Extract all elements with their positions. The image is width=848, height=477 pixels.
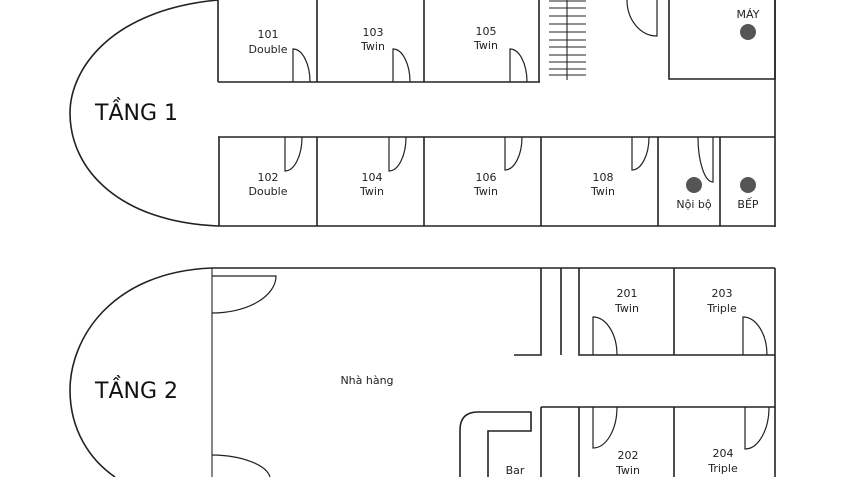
room-105-type: Twin — [473, 39, 498, 52]
door-101[interactable] — [292, 48, 311, 83]
kitchen-label: BẾP — [737, 197, 758, 211]
room-108-number: 108 — [593, 171, 614, 184]
service-door[interactable] — [626, 0, 658, 37]
door-204[interactable] — [744, 406, 770, 450]
door-203[interactable] — [742, 316, 768, 356]
bar-label: Bar — [506, 464, 525, 477]
room-203-type: Triple — [706, 302, 737, 315]
room-201-number: 201 — [617, 287, 638, 300]
floor-1-curved-wall — [69, 0, 219, 227]
restaurant-door-top[interactable] — [211, 275, 277, 314]
internal-room-label: Nội bộ — [676, 198, 711, 211]
room-103-number: 103 — [363, 26, 384, 39]
room-201-type: Twin — [614, 302, 639, 315]
floor-2-label: TẦNG 2 — [94, 376, 178, 404]
door-202[interactable] — [592, 406, 618, 449]
room-104-number: 104 — [362, 171, 383, 184]
room-202-type: Twin — [615, 464, 640, 477]
door-noi-bo[interactable] — [697, 136, 714, 183]
door-103[interactable] — [392, 48, 411, 83]
room-203-number: 203 — [712, 287, 733, 300]
room-105-number: 105 — [476, 25, 497, 38]
floor-1-label: TẦNG 1 — [94, 98, 178, 126]
room-108-type: Twin — [590, 185, 615, 198]
door-102[interactable] — [284, 136, 303, 172]
room-101-type: Double — [249, 43, 288, 56]
room-106-type: Twin — [473, 185, 498, 198]
door-106[interactable] — [504, 136, 523, 171]
door-105[interactable] — [509, 48, 528, 83]
machine-room-label: MÁY — [737, 8, 760, 21]
room-204-type: Triple — [707, 462, 738, 475]
room-202-number: 202 — [618, 449, 639, 462]
internal-marker-icon — [686, 177, 702, 193]
machine-marker-icon — [740, 24, 756, 40]
restaurant-door-bottom[interactable] — [211, 454, 271, 477]
kitchen-marker-icon — [740, 177, 756, 193]
floor-1: TẦNG 1 101 Double 103 Twin 105 Twin 102 … — [69, 0, 776, 227]
staircase — [549, 0, 586, 80]
floor-2: TẦNG 2 Nhà hàng Bar 201 Twin 203 Triple … — [69, 267, 776, 477]
door-108[interactable] — [631, 136, 650, 171]
floor-2-curved-wall — [69, 267, 213, 477]
door-201[interactable] — [592, 316, 618, 356]
room-101-number: 101 — [258, 28, 279, 41]
room-102-type: Double — [249, 185, 288, 198]
room-204-number: 204 — [713, 447, 734, 460]
room-103-type: Twin — [360, 40, 385, 53]
room-104-type: Twin — [359, 185, 384, 198]
restaurant-label: Nhà hàng — [340, 374, 393, 387]
room-106-number: 106 — [476, 171, 497, 184]
room-102-number: 102 — [258, 171, 279, 184]
bar-counter — [459, 411, 532, 477]
door-104[interactable] — [388, 136, 407, 172]
